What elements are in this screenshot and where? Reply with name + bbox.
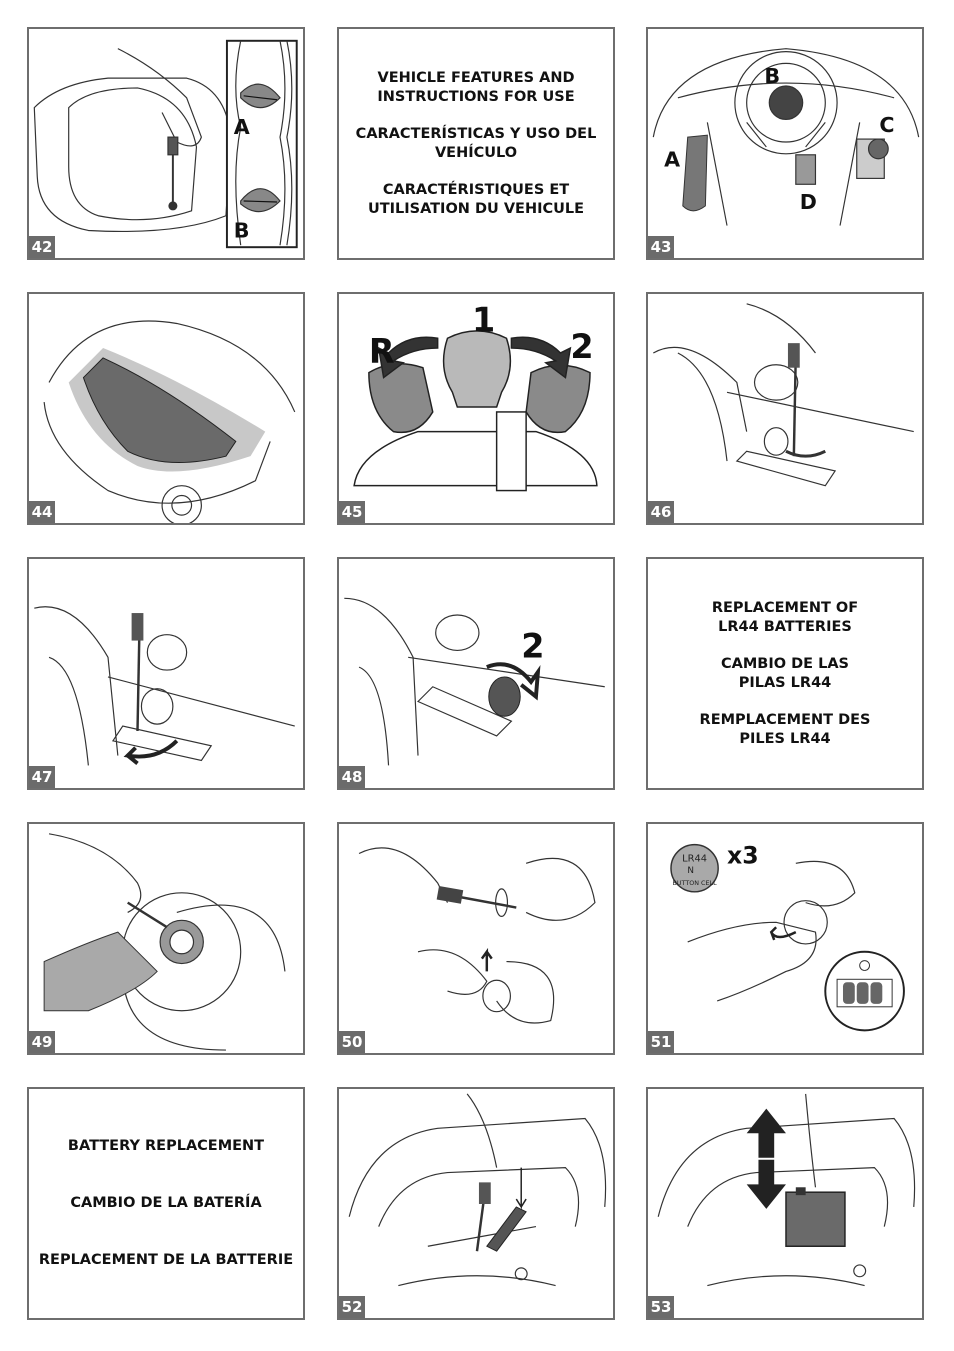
illustration-steering-wheel-screw: [43, 833, 286, 1051]
illustration-gear-knob-turn: 2: [344, 597, 605, 766]
title-french: REPLACEMENT DE LA BATTERIE: [38, 1252, 294, 1268]
panel-52: 52: [337, 1087, 615, 1320]
panel-48: 2 48: [337, 557, 615, 790]
illustration-dashboard: B C A D: [652, 48, 920, 226]
step-number: 51: [648, 1031, 674, 1053]
panel-battery-title: BATTERY REPLACEMENT CAMBIO DE LA BATERÍA…: [27, 1087, 305, 1320]
label-r: R: [369, 332, 395, 371]
title-english: REPLACEMENT OF LR44 BATTERIES: [711, 599, 859, 635]
panel-50: 50: [337, 822, 615, 1055]
illustration-screwdriver-gearbox: [653, 303, 914, 487]
panel-43: B C A D 43: [646, 27, 924, 260]
illustration-battery-compartment-screw: [348, 1093, 607, 1287]
illustration-seat-screw: A B: [33, 39, 298, 249]
coin-label: LR44: [682, 853, 707, 864]
illustration-battery-removal: [657, 1093, 916, 1287]
illustration-gear-shift-positions: R 1 2: [353, 300, 598, 492]
button-cell-icon: [670, 843, 719, 893]
label-b: B: [764, 64, 780, 88]
label-d: D: [800, 190, 817, 214]
illustration-gear-lever-screw: [34, 606, 295, 766]
quantity-x3: x3: [727, 841, 759, 869]
title-english: VEHICLE FEATURES AND INSTRUCTIONS FOR US…: [377, 69, 575, 105]
panel-features-title: VEHICLE FEATURES AND INSTRUCTIONS FOR US…: [337, 27, 615, 260]
label-1: 1: [472, 300, 495, 339]
label-a: A: [234, 115, 250, 139]
panel-49: 49: [27, 822, 305, 1055]
step-number: 52: [339, 1296, 365, 1318]
panel-51: LR44 N BUTTON CELL x3 51: [646, 822, 924, 1055]
step-number: 49: [29, 1031, 55, 1053]
step-number: 45: [339, 501, 365, 523]
panel-42: A B 42: [27, 27, 305, 260]
title-spanish: CAMBIO DE LA BATERÍA: [70, 1195, 262, 1211]
step-number: 50: [339, 1031, 365, 1053]
label-a: A: [664, 148, 680, 172]
illustration-hood-sticker: [43, 320, 296, 523]
step-number: 48: [339, 766, 365, 788]
step-number: 47: [29, 766, 55, 788]
coin-n: N: [687, 866, 694, 876]
step-number: 44: [29, 501, 55, 523]
title-spanish: CAMBIO DE LAS PILAS LR44: [720, 655, 849, 691]
label-c: C: [879, 113, 894, 137]
title-french: CARACTÉRISTIQUES ET UTILISATION DU VEHIC…: [367, 181, 585, 217]
panel-44: 44: [27, 292, 305, 525]
step-number: 53: [648, 1296, 674, 1318]
title-spanish: CARACTERÍSTICAS Y USO DEL VEHÍCULO: [355, 125, 597, 161]
label-2: 2: [570, 327, 593, 366]
step-number: 46: [648, 501, 674, 523]
coin-cell-label: BUTTON CELL: [673, 879, 718, 887]
panel-53: 53: [646, 1087, 924, 1320]
illustration-remove-horn-cover: [358, 847, 596, 1024]
title-english: BATTERY REPLACEMENT: [67, 1138, 265, 1154]
panel-47: 47: [27, 557, 305, 790]
panel-46: 46: [646, 292, 924, 525]
title-french: REMPLACEMENT DES PILES LR44: [699, 711, 871, 747]
step-number: 42: [29, 236, 55, 258]
step-number: 43: [648, 236, 674, 258]
panel-45: R 1 2 45: [337, 292, 615, 525]
panel-lr44-title: REPLACEMENT OF LR44 BATTERIES CAMBIO DE …: [646, 557, 924, 790]
label-2: 2: [521, 626, 544, 665]
label-b: B: [234, 218, 250, 242]
illustration-lr44-battery: LR44 N BUTTON CELL x3: [670, 841, 905, 1032]
